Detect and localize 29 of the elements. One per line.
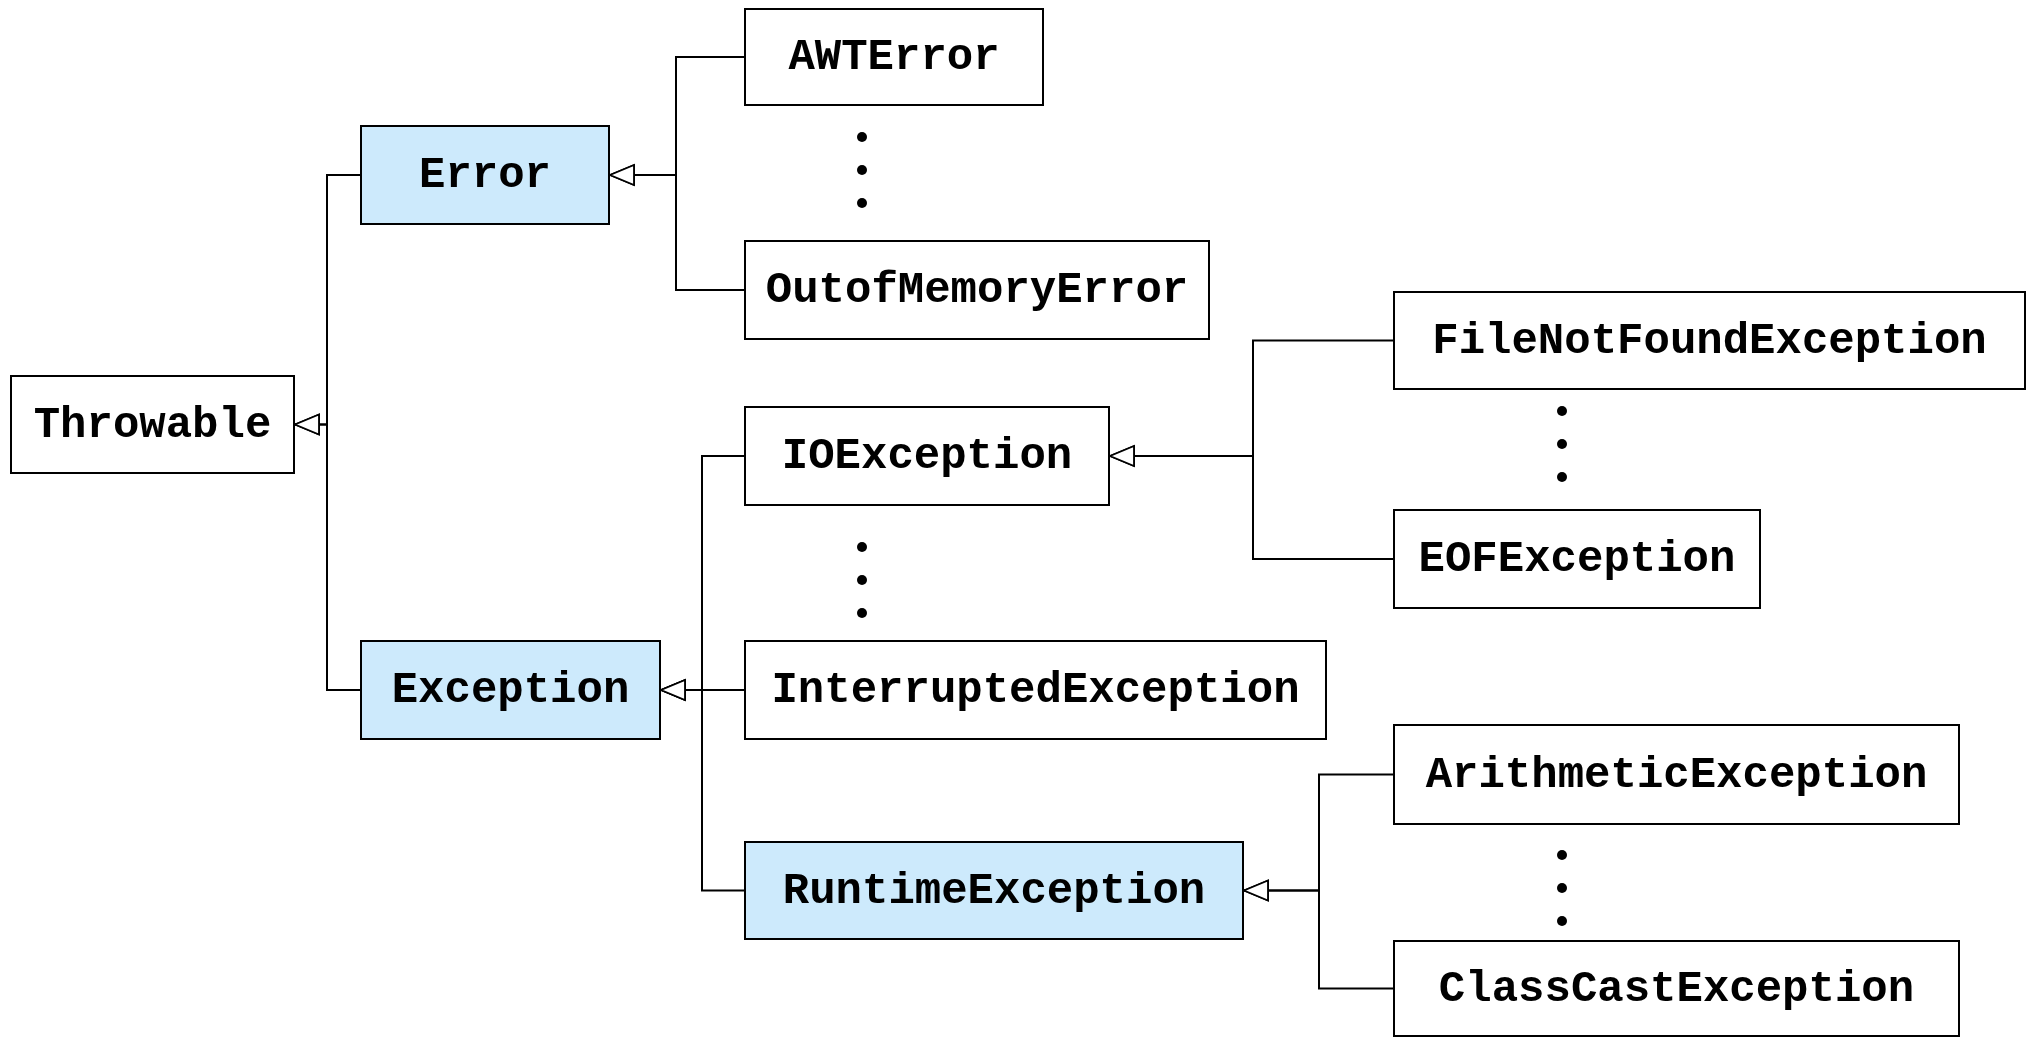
class-box [1393, 940, 1960, 1037]
class-box [744, 8, 1044, 106]
class-box [744, 841, 1244, 940]
class-box [744, 240, 1210, 340]
class-name: FileNotFoundException [1432, 315, 1987, 366]
class-name: Throwable [33, 399, 272, 450]
class-name: EOFException [1418, 534, 1736, 584]
class-name: AWTError [788, 32, 1000, 82]
class-name: ClassCastException [1438, 963, 1915, 1014]
class-box [10, 375, 295, 474]
class-box [1393, 509, 1761, 609]
class-box [360, 125, 610, 225]
inheritance-arrow [1243, 879, 1394, 990]
class-box [744, 640, 1327, 740]
inheritance-arrow [660, 679, 745, 892]
class-name: IOException [781, 431, 1073, 481]
class-box [1393, 291, 2026, 390]
inheritance-arrow [294, 413, 361, 691]
class-box [1393, 724, 1960, 825]
inheritance-arrow [1109, 445, 1394, 560]
class-box [360, 640, 661, 740]
inheritance-arrow [609, 164, 745, 291]
class-name: Error [419, 150, 551, 200]
class-name: OutofMemoryError [765, 265, 1189, 315]
class-box [744, 406, 1110, 506]
class-name: ArithmeticException [1425, 749, 1928, 800]
class-name: RuntimeException [782, 865, 1206, 916]
class-name: InterruptedException [771, 665, 1300, 715]
class-name: Exception [391, 665, 630, 715]
